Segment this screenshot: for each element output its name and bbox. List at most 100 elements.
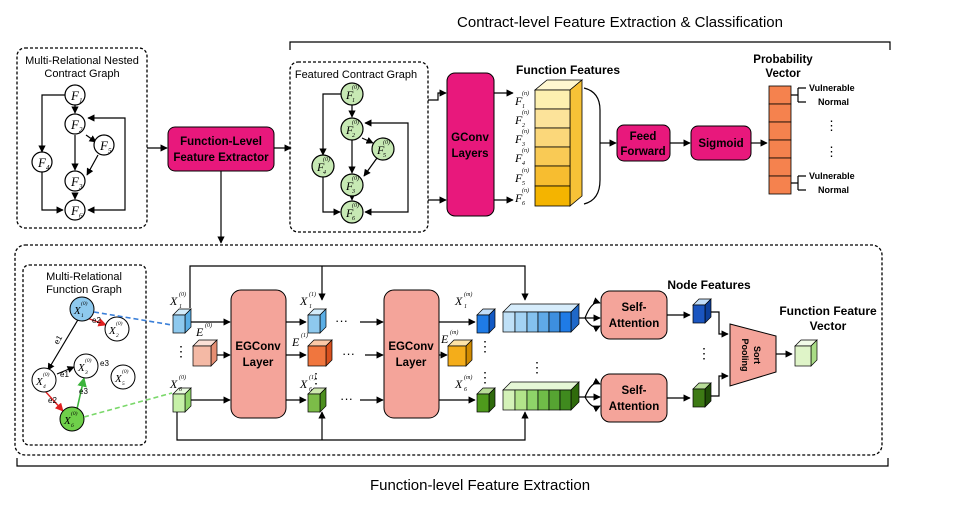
svg-text:3: 3 xyxy=(351,189,355,195)
function-graph-edges xyxy=(44,312,107,412)
svg-text:F: F xyxy=(514,113,523,127)
contract-graph-node-5: F 5 xyxy=(93,134,115,156)
concat-bar-blue xyxy=(502,303,580,333)
svg-text:Pooling: Pooling xyxy=(740,339,750,372)
gconv-box xyxy=(446,72,495,217)
svg-text:X: X xyxy=(454,377,463,391)
svg-text:Self-: Self- xyxy=(622,302,647,314)
node-feature-blue xyxy=(692,298,712,324)
svg-text:F: F xyxy=(70,203,80,218)
svg-text:EGConv: EGConv xyxy=(388,341,434,353)
svg-text:F: F xyxy=(514,171,523,185)
svg-text:6: 6 xyxy=(79,212,83,220)
function-feature-labels: F(n)1 F(n)2 F(n)3 F(n)4 F(n)5 F(n)6 xyxy=(514,90,529,207)
svg-text:F: F xyxy=(70,117,80,132)
feature-extractor-label-1: Function-Level xyxy=(180,136,262,148)
svg-text:(1): (1) xyxy=(309,374,316,381)
svg-text:Attention: Attention xyxy=(609,318,659,330)
svg-text:e1: e1 xyxy=(52,333,65,346)
svg-text:(n): (n) xyxy=(522,167,529,174)
svg-text:e3: e3 xyxy=(79,387,88,396)
svg-text:X: X xyxy=(63,415,72,427)
svg-text:2: 2 xyxy=(522,123,525,129)
svg-text:F: F xyxy=(376,143,385,157)
vdots-in-1: ⋮ xyxy=(174,343,188,359)
svg-text:(0): (0) xyxy=(122,368,129,375)
featured-node-2: F (0) 2 xyxy=(340,117,364,141)
svg-text:X: X xyxy=(73,305,82,317)
probability-outputs: Vulnerable Normal ⋮ ⋮ Vulnerable Normal xyxy=(791,83,855,195)
feed-forward-label-2: Forward xyxy=(620,146,665,158)
ellipsis-2: ··· xyxy=(342,346,355,361)
svg-text:E: E xyxy=(440,332,449,346)
svg-text:1: 1 xyxy=(352,98,355,104)
egconv-layer-m xyxy=(383,289,440,419)
title-top: Contract-level Feature Extraction & Clas… xyxy=(457,14,783,31)
svg-text:6: 6 xyxy=(179,387,182,393)
ellipsis-3: ··· xyxy=(340,391,353,406)
svg-text:(0): (0) xyxy=(352,84,359,91)
svg-text:e1: e1 xyxy=(60,370,69,379)
vdots-lm-2: ⋮ xyxy=(478,369,492,385)
svg-text:X: X xyxy=(454,294,463,308)
svg-text:(n): (n) xyxy=(522,128,529,135)
featured-graph-box xyxy=(289,61,429,233)
feature-extractor-label-2: Feature Extractor xyxy=(173,152,269,164)
svg-text:2: 2 xyxy=(116,333,119,339)
input-cube-x1 xyxy=(172,308,192,334)
svg-text:F: F xyxy=(514,94,523,108)
function-features-label: Function Features xyxy=(516,63,620,77)
svg-text:F: F xyxy=(316,160,325,174)
svg-text:5: 5 xyxy=(383,153,386,159)
svg-text:Sort: Sort xyxy=(752,346,762,364)
svg-text:e2: e2 xyxy=(92,316,101,325)
svg-text:E: E xyxy=(195,325,204,339)
svg-text:1: 1 xyxy=(522,104,525,110)
svg-text:2: 2 xyxy=(352,133,355,139)
output-dots-2: ⋮ xyxy=(825,144,838,159)
input-cube-x6 xyxy=(172,387,192,413)
vdots-node: ⋮ xyxy=(697,345,711,361)
contract-graph-node-3: F 3 xyxy=(64,170,86,192)
svg-text:2: 2 xyxy=(79,126,83,134)
svg-text:3: 3 xyxy=(521,142,525,148)
top-bracket xyxy=(289,41,891,50)
node-features-label: Node Features xyxy=(667,278,751,292)
feature-row-1 xyxy=(534,89,571,110)
svg-text:EGConv: EGConv xyxy=(235,341,281,353)
feature-extractor-box xyxy=(167,126,275,172)
feature-row-5 xyxy=(534,165,571,187)
layerm-cube-x1 xyxy=(476,308,496,334)
node-feature-green xyxy=(692,382,712,408)
svg-text:F: F xyxy=(37,155,47,170)
layer1-cube-x6 xyxy=(307,387,327,413)
title-bottom: Function-level Feature Extraction xyxy=(370,477,590,494)
layerm-cube-x6 xyxy=(476,387,496,413)
svg-text:5: 5 xyxy=(122,381,125,387)
probability-label-2: Vector xyxy=(765,68,801,80)
contract-graph-node-1: F 1 xyxy=(64,84,86,106)
svg-text:F: F xyxy=(514,151,523,165)
svg-text:Self-: Self- xyxy=(622,385,647,397)
featured-node-1: F (0) 1 xyxy=(340,82,364,106)
svg-text:(0): (0) xyxy=(71,410,78,417)
ellipsis-1: ··· xyxy=(335,313,348,328)
self-attention-1 xyxy=(600,290,668,340)
svg-text:F: F xyxy=(99,138,109,153)
svg-text:Layer: Layer xyxy=(396,357,427,369)
input-cube-e xyxy=(192,339,218,367)
svg-text:(m): (m) xyxy=(464,291,472,298)
feed-forward-label-1: Feed xyxy=(630,131,657,143)
svg-text:(n): (n) xyxy=(522,147,529,154)
green-dashed-link xyxy=(83,392,173,418)
probability-label-1: Probability xyxy=(753,54,813,66)
svg-text:X: X xyxy=(77,362,86,374)
svg-text:X: X xyxy=(169,294,178,308)
svg-text:e2: e2 xyxy=(48,396,57,405)
sigmoid-label: Sigmoid xyxy=(698,138,743,150)
featured-graph-label: Featured Contract Graph xyxy=(295,69,417,81)
function-graph-box xyxy=(22,264,147,446)
egconv-layer-1 xyxy=(230,289,287,419)
svg-text:(0): (0) xyxy=(383,139,390,146)
